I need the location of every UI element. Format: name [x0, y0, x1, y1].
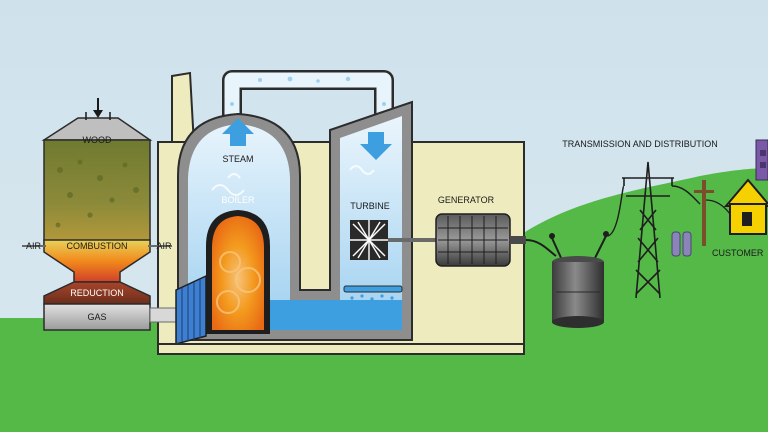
wood-feed-arrow-icon: [85, 98, 111, 120]
label-air-left: AIR: [26, 241, 42, 251]
label-steam: STEAM: [222, 154, 253, 164]
gas-zone: [43, 303, 151, 331]
customer-house-icon: [723, 178, 768, 235]
label-transmission: TRANSMISSION AND DISTRIBUTION: [562, 139, 718, 149]
transformer-icon: [549, 231, 609, 328]
label-turbine: TURBINE: [350, 201, 390, 211]
label-generator: GENERATOR: [438, 195, 495, 205]
label-customer: CUSTOMER: [712, 248, 764, 258]
turbine-shaft: [388, 238, 436, 242]
wood-fuel-zone: [43, 139, 151, 247]
steam-swirls: [211, 165, 375, 196]
label-wood: WOOD: [83, 135, 112, 145]
label-gas: GAS: [87, 312, 106, 322]
condenser-drips: [350, 294, 394, 301]
steam-up-arrow: [222, 118, 254, 146]
label-combustion: COMBUSTION: [66, 241, 127, 251]
label-air-right: AIR: [156, 241, 172, 251]
label-boiler: BOILER: [221, 195, 255, 205]
hill-right: [500, 168, 768, 432]
power-line-2: [671, 185, 701, 205]
steam-down-arrow: [360, 132, 392, 160]
steam-bubbles: [230, 76, 386, 106]
distribution-transformers-icon: [671, 231, 692, 257]
customer-building-icon: [755, 139, 768, 181]
turbine-icon: [350, 220, 388, 260]
power-line-1: [525, 239, 557, 257]
condenser-tray: [343, 285, 403, 293]
generator-icon: [435, 213, 526, 267]
gasifier: [41, 117, 153, 331]
label-reduction: REDUCTION: [70, 288, 124, 298]
utility-pole-icon: [694, 180, 731, 246]
transmission-tower-icon: [622, 161, 674, 299]
heat-exchanger: [175, 274, 207, 345]
